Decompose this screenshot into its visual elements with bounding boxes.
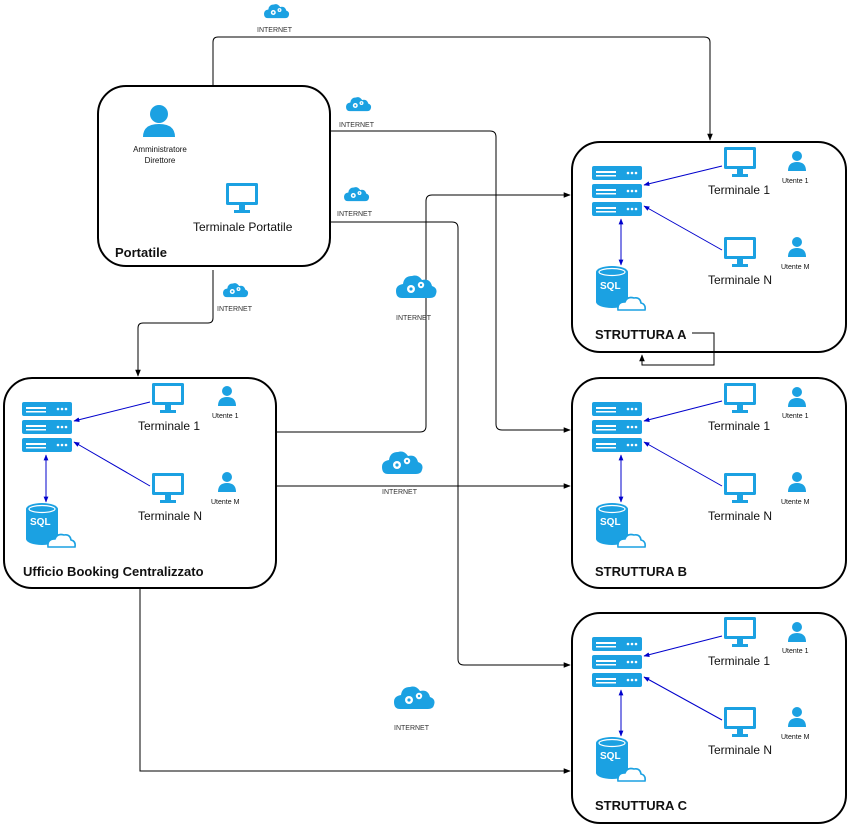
struttura-b-user1-label: Utente 1 <box>782 413 809 420</box>
admin-person-icon <box>143 105 175 137</box>
internet-cloud-icon <box>346 97 372 112</box>
struttura-b-user1-icon <box>788 387 806 407</box>
booking-title: Ufficio Booking Centralizzato <box>23 564 204 579</box>
internet-cloud-icon <box>344 187 370 202</box>
internet-label: INTERNET <box>339 122 374 129</box>
struttura-b-server-icon <box>592 402 642 452</box>
booking-box <box>3 377 277 589</box>
struttura-b-terminal1-label: Terminale 1 <box>708 419 771 433</box>
portable-terminal-icon <box>226 183 258 213</box>
portatile-box <box>97 85 331 267</box>
struttura-a-terminal1-label: Terminale 1 <box>708 183 771 197</box>
struttura-a-user1-label: Utente 1 <box>782 178 809 185</box>
struttura-b-title: STRUTTURA B <box>595 564 687 579</box>
internet-label: INTERNET <box>394 725 429 732</box>
internet-cloud-icon <box>382 451 423 474</box>
struttura-a-title: STRUTTURA A <box>595 327 687 342</box>
booking-db-label: SQL <box>30 517 51 528</box>
struttura-c-terminal1-icon <box>724 617 756 647</box>
admin-label-line2: Direttore <box>144 156 176 165</box>
internet-cloud-icon <box>394 686 435 709</box>
struttura-a-userM-icon <box>788 237 806 257</box>
booking-terminalN-icon <box>152 473 184 503</box>
admin-label-line1: Amministratore <box>133 145 187 154</box>
struttura-c-title: STRUTTURA C <box>595 798 687 813</box>
booking-terminal1-icon <box>152 383 184 413</box>
internet-label: INTERNET <box>337 211 372 218</box>
internet-label: INTERNET <box>217 306 252 313</box>
internet-label: INTERNET <box>257 27 292 34</box>
booking-user1-label: Utente 1 <box>212 413 239 420</box>
struttura-c-terminalN-icon <box>724 707 756 737</box>
booking-terminal1-label: Terminale 1 <box>138 419 201 433</box>
struttura-c-db-label: SQL <box>600 751 621 762</box>
struttura-a-user1-icon <box>788 151 806 171</box>
booking-server-icon <box>22 402 72 452</box>
struttura-c-terminal1-label: Terminale 1 <box>708 654 771 668</box>
internet-label: INTERNET <box>396 315 431 322</box>
struttura-a-userM-label: Utente M <box>781 264 810 271</box>
struttura-b-terminalN-label: Terminale N <box>708 509 773 523</box>
struttura-c-user1-icon <box>788 622 806 642</box>
struttura-c-terminalN-label: Terminale N <box>708 743 773 757</box>
internet-cloud-icon <box>223 283 249 298</box>
portable-terminal-label: Terminale Portatile <box>193 220 293 234</box>
portatile-title: Portatile <box>115 245 168 260</box>
internet-cloud-icon <box>264 4 290 19</box>
struttura-b-terminalN-icon <box>724 473 756 503</box>
connections <box>135 36 715 774</box>
internet-cloud-icon <box>396 275 437 298</box>
struttura-c-server-icon <box>592 637 642 687</box>
struttura-c-box <box>571 612 847 824</box>
struttura-b-userM-label: Utente M <box>781 499 810 506</box>
struttura-b-userM-icon <box>788 472 806 492</box>
struttura-a-server-icon <box>592 166 642 216</box>
booking-userM-icon <box>218 472 236 492</box>
struttura-c-userM-label: Utente M <box>781 734 810 741</box>
struttura-a-terminalN-icon <box>724 237 756 267</box>
booking-user1-icon <box>218 386 236 406</box>
struttura-c-user1-label: Utente 1 <box>782 648 809 655</box>
internet-label: INTERNET <box>382 489 417 496</box>
struttura-b-terminal1-icon <box>724 383 756 413</box>
struttura-a-terminalN-label: Terminale N <box>708 273 773 287</box>
struttura-b-db-label: SQL <box>600 517 621 528</box>
booking-terminalN-label: Terminale N <box>138 509 203 523</box>
booking-userM-label: Utente M <box>211 499 240 506</box>
struttura-c-userM-icon <box>788 707 806 727</box>
struttura-a-box <box>571 141 847 353</box>
struttura-a-terminal1-icon <box>724 147 756 177</box>
struttura-a-db-label: SQL <box>600 281 621 292</box>
struttura-b-box <box>571 377 847 589</box>
